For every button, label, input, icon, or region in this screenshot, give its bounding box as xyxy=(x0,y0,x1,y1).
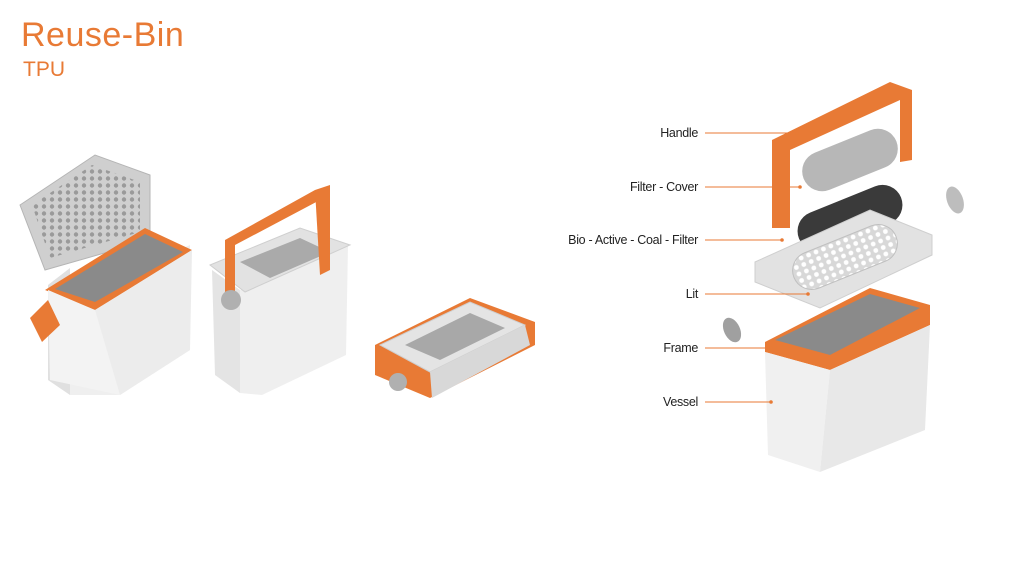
leader-lines xyxy=(705,132,808,403)
filter-cover-part xyxy=(802,128,898,192)
bin-open-lid xyxy=(19,154,192,395)
material-subtitle: TPU xyxy=(23,58,65,81)
vessel-part xyxy=(765,352,830,472)
page-title: Reuse-Bin xyxy=(21,16,185,54)
bin-lying-flat xyxy=(375,298,535,398)
exploded-view xyxy=(722,82,964,472)
label-lid: Lit xyxy=(685,287,699,301)
label-handle: Handle xyxy=(660,126,698,140)
handle-part xyxy=(772,82,912,228)
label-vessel: Vessel xyxy=(662,395,698,409)
bin-closed-handle xyxy=(209,185,352,395)
label-frame: Frame xyxy=(663,341,698,355)
label-filter-cover: Filter - Cover xyxy=(629,180,698,194)
label-coal-filter: Bio - Active - Coal - Filter xyxy=(568,233,698,247)
